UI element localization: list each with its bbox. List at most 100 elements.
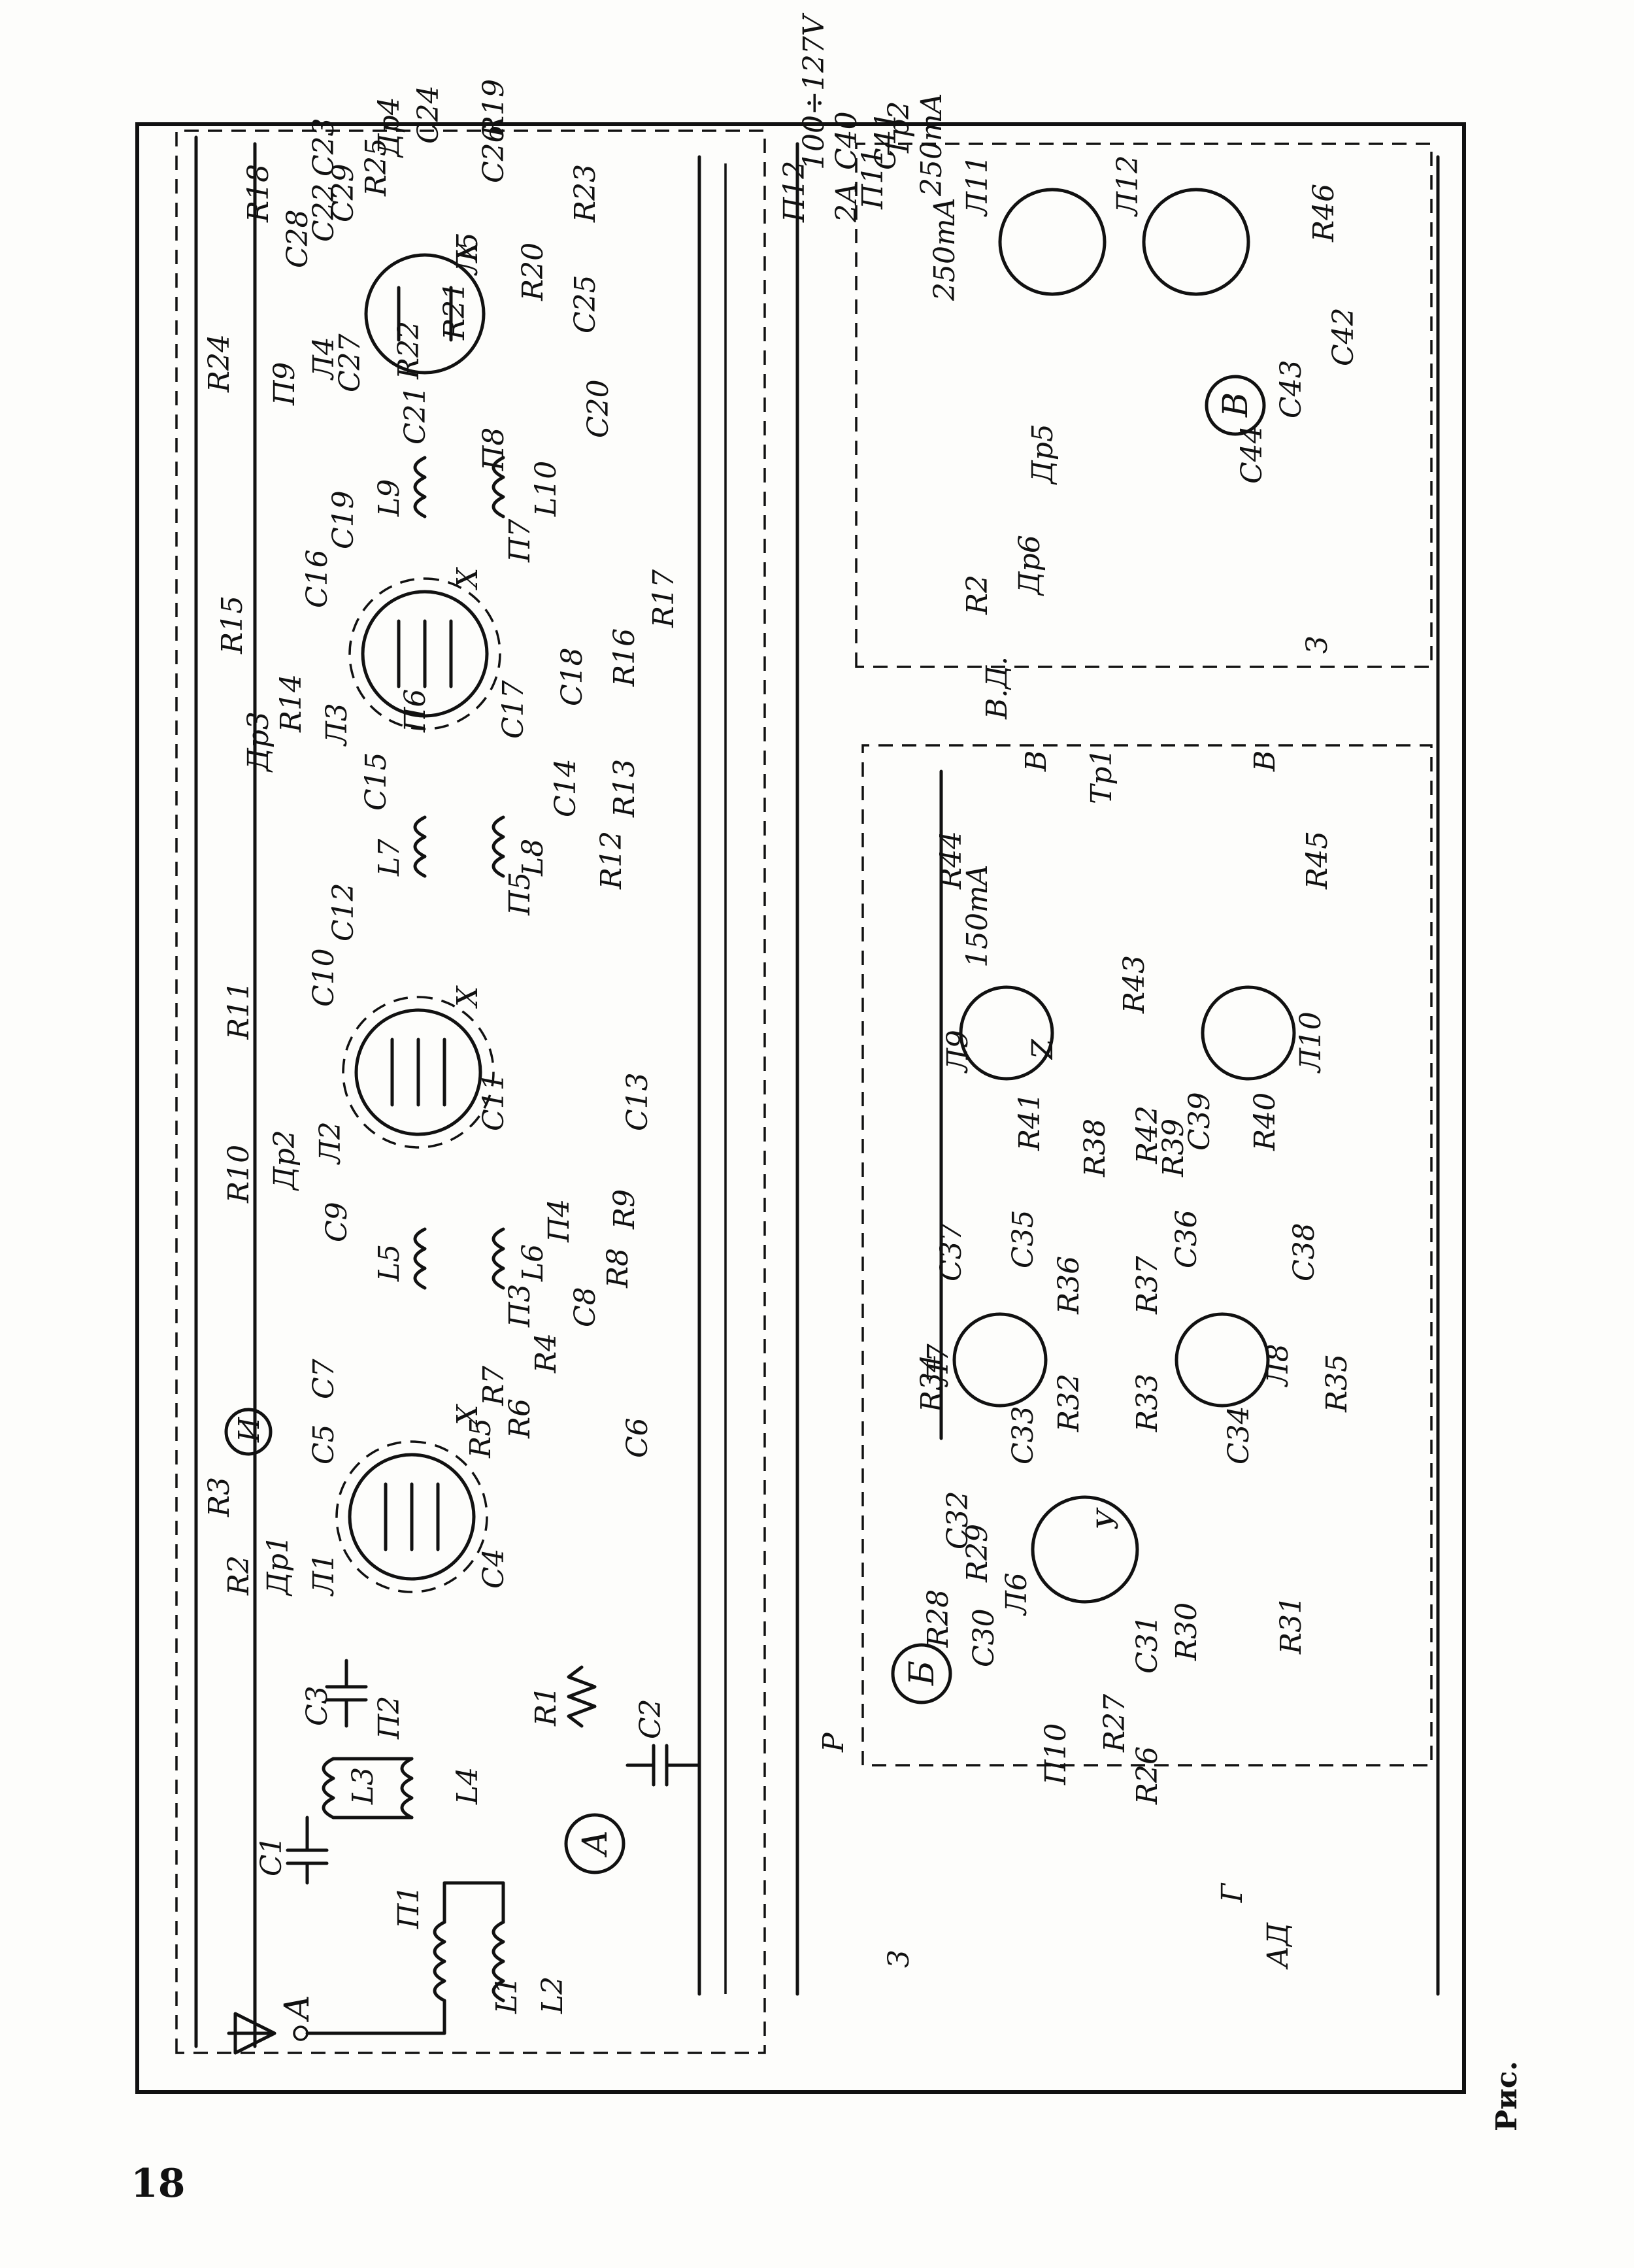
svg-text:C12: C12 (327, 883, 360, 941)
svg-text:R36: R36 (1052, 1256, 1086, 1315)
svg-text:R15: R15 (216, 596, 249, 654)
svg-text:C33: C33 (1007, 1406, 1040, 1464)
svg-text:П4: П4 (542, 1199, 576, 1243)
svg-text:З: З (1301, 636, 1334, 654)
svg-text:АД: АД (1261, 1922, 1295, 1970)
coils-L7-L8: L7 L8 C15 П5 C14 R12 R13 П6 (359, 689, 641, 916)
svg-text:Х: Х (451, 240, 484, 263)
block-b-label: Б (903, 1661, 942, 1686)
svg-text:C28: C28 (281, 209, 314, 268)
svg-text:C4: C4 (477, 1548, 510, 1589)
svg-text:R25: R25 (359, 138, 393, 197)
svg-text:И: И (233, 1416, 266, 1443)
svg-text:L5: L5 (373, 1244, 406, 1282)
svg-text:R2: R2 (222, 1555, 256, 1596)
svg-text:R16: R16 (608, 628, 641, 687)
svg-text:C3: C3 (301, 1685, 334, 1726)
schematic-rotated: А L1 L2 C1 L3 L4 П1 П2 C3 (135, 12, 1466, 2094)
svg-text:П7: П7 (503, 519, 537, 563)
svg-text:Др4: Др4 (373, 97, 406, 158)
tubes-L7-L8-stage: R34 Л7 C33 R32 R33 C34 Л8 R35 R36 R37 C3… (915, 1210, 1354, 1464)
svg-text:C27: C27 (333, 333, 367, 392)
svg-text:Л10: Л10 (1294, 1011, 1327, 1074)
svg-text:R23: R23 (569, 164, 602, 223)
svg-text:П11: П11 (856, 148, 890, 210)
svg-text:R20: R20 (516, 243, 550, 301)
svg-text:C10: C10 (307, 948, 341, 1007)
svg-text:Л1: Л1 (307, 1553, 341, 1597)
svg-text:C35: C35 (1007, 1210, 1040, 1268)
svg-text:Р: Р (817, 1732, 850, 1753)
outer-frame (135, 122, 1466, 2094)
svg-text:R2: R2 (961, 575, 994, 615)
block-a-boundary (175, 129, 766, 2054)
block-b-marker (891, 1643, 952, 1704)
svg-text:R32: R32 (1052, 1374, 1086, 1432)
svg-text:R11: R11 (222, 981, 256, 1040)
svg-text:R28: R28 (922, 1589, 955, 1648)
svg-text:Др2: Др2 (268, 1130, 301, 1191)
svg-text:R42: R42 (1131, 1106, 1164, 1164)
svg-text:C2: C2 (634, 1699, 667, 1739)
svg-text:R10: R10 (222, 1145, 256, 1204)
tube-L10 (1201, 985, 1296, 1081)
tube-L3 (361, 590, 489, 718)
svg-text:C20: C20 (582, 379, 615, 438)
svg-text:250mA: 250mA (915, 93, 948, 197)
svg-text:L7: L7 (373, 839, 406, 877)
svg-text:C13: C13 (621, 1072, 654, 1131)
svg-text:R45: R45 (1301, 831, 1334, 890)
block-b-boundary (861, 744, 1433, 1767)
coils-L5-L6: L5 L6 C9 П3 П4 C8 R8 R9 (320, 1189, 641, 1328)
tube-L6-stage: Л6 R28 R29 C32 R30 R31 (922, 1491, 1308, 1661)
svg-text:П1: П1 (392, 1886, 425, 1929)
tube-L1-stage: Л1 Др1 R3 R2 C5 C4 R5 R6 C6 R4 R7 C7 (203, 1333, 654, 1597)
svg-text:C7: C7 (307, 1359, 341, 1399)
svg-text:C16: C16 (301, 549, 334, 608)
svg-text:З: З (882, 1950, 916, 1968)
svg-text:П9: П9 (268, 362, 301, 406)
svg-text:R17: R17 (647, 569, 680, 628)
output-stage: Л9 Л10 R41 R38 R42 R39 C39 R40 R43 R44 1… (935, 636, 1334, 1177)
svg-text:R21: R21 (438, 282, 471, 341)
svg-text:C38: C38 (1288, 1223, 1321, 1281)
svg-text:Л4: Л4 (307, 337, 341, 381)
antenna-terminal[interactable] (293, 2025, 308, 2041)
tube-L2-stage: Л2 Др2 R10 R11 C10 C12 C11 C13 (222, 883, 654, 1204)
svg-text:R39: R39 (1157, 1119, 1190, 1177)
antenna-wire (227, 2012, 276, 2055)
svg-text:П8: П8 (477, 428, 510, 471)
svg-text:C42: C42 (1327, 307, 1360, 366)
svg-text:C43: C43 (1275, 360, 1308, 418)
svg-text:R19: R19 (477, 79, 510, 138)
svg-text:Др1: Др1 (261, 1535, 295, 1597)
svg-text:R3: R3 (203, 1477, 236, 1517)
svg-text:В.Д.: В.Д. (980, 656, 1014, 720)
capacitors-C2-C3: C3 C2 R1 (301, 1659, 701, 1787)
svg-text:П2: П2 (373, 1696, 406, 1740)
svg-text:C32: C32 (941, 1491, 975, 1549)
svg-text:R41: R41 (1013, 1092, 1046, 1151)
power-supply: Л11 Л12 R2 Др6 Др5 250mA 250mA C44 C43 C… (882, 93, 1360, 615)
svg-text:R7: R7 (477, 1366, 510, 1406)
svg-text:C24: C24 (412, 85, 445, 144)
tube-L2 (354, 1008, 482, 1136)
svg-text:R5: R5 (464, 1418, 497, 1459)
svg-text:L4: L4 (451, 1767, 484, 1805)
svg-text:Л8: Л8 (1261, 1344, 1295, 1387)
svg-text:C30: C30 (967, 1608, 1001, 1667)
svg-text:R26: R26 (1131, 1746, 1164, 1805)
svg-text:R46: R46 (1307, 184, 1341, 243)
tube-L6 (1031, 1495, 1139, 1604)
coils-L3-L4: L3 L4 П1 П2 (322, 1696, 484, 1929)
svg-text:C29: C29 (327, 163, 360, 222)
svg-text:C9: C9 (320, 1202, 354, 1242)
block-v-boundary (855, 143, 1433, 668)
svg-text:C6: C6 (621, 1417, 654, 1458)
heater-labels: Х Х Х Х У Z (451, 240, 1125, 1530)
svg-text:C40: C40 (830, 111, 863, 170)
svg-text:2А: 2А (830, 182, 863, 223)
svg-text:Л6: Л6 (1000, 1572, 1033, 1616)
svg-text:L9: L9 (373, 479, 406, 517)
